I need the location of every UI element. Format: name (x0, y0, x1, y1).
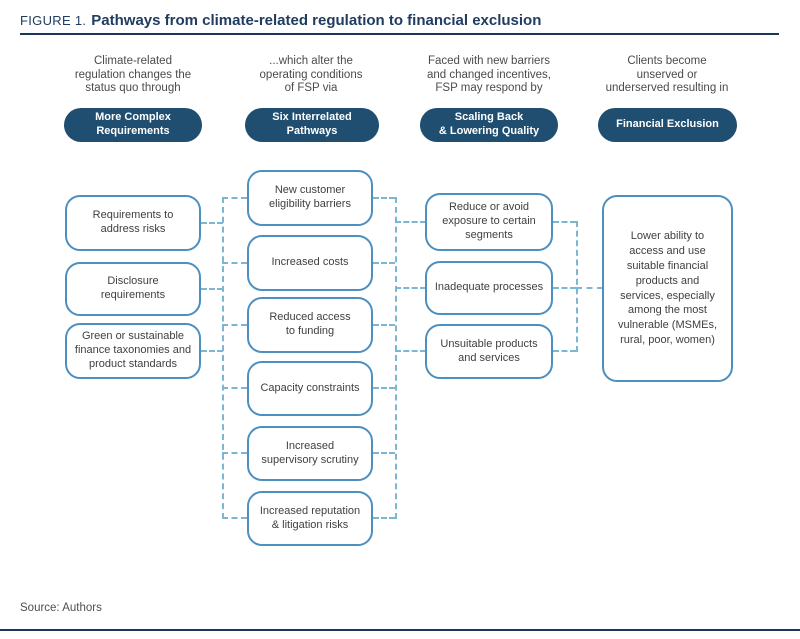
box-reduce-avoid-exposure: Reduce or avoid exposure to certain segm… (425, 193, 553, 251)
connector-stub (222, 452, 247, 454)
connector-stub (222, 197, 247, 199)
connector-vline-col3-col4 (576, 221, 578, 352)
connector-stub (373, 452, 395, 454)
connector-stub (553, 350, 576, 352)
box-increased-reputation-litigation-risks: Increased reputation & litigation risks (247, 491, 373, 546)
box-requirements-to-address-risks: Requirements to address risks (65, 195, 201, 251)
box-increased-costs: Increased costs (247, 235, 373, 291)
column1-header-text: Climate-related regulation changes the s… (74, 55, 192, 95)
connector-stub (576, 287, 603, 289)
figure-header: FIGURE 1. Pathways from climate-related … (20, 12, 541, 29)
badge-financial-exclusion: Financial Exclusion (598, 108, 737, 142)
box-capacity-constraints: Capacity constraints (247, 361, 373, 416)
figure-label: FIGURE 1. (20, 13, 87, 28)
badge-six-interrelated-pathways: Six Interrelated Pathways (245, 108, 379, 142)
connector-vline-col2-col3 (395, 197, 397, 519)
connector-stub (395, 287, 426, 289)
box-increased-supervisory-scrutiny: Increased supervisory scrutiny (247, 426, 373, 481)
box-disclosure-requirements: Disclosure requirements (65, 262, 201, 316)
connector-stub (373, 262, 395, 264)
connector-stub (201, 350, 223, 352)
connector-stub (222, 262, 247, 264)
column3-header-text: Faced with new barriers and changed ince… (426, 55, 552, 95)
connector-stub (222, 387, 247, 389)
connector-stub (201, 288, 223, 290)
connector-stub (373, 197, 395, 199)
badge-scaling-back-lowering-quality: Scaling Back & Lowering Quality (420, 108, 558, 142)
connector-stub (201, 222, 223, 224)
box-inadequate-processes: Inadequate processes (425, 261, 553, 315)
figure-source: Source: Authors (20, 602, 102, 614)
column2-header-text: ...which alter the operating conditions … (259, 55, 363, 95)
box-lower-ability-access: Lower ability to access and use suitable… (602, 195, 733, 382)
connector-stub (222, 324, 247, 326)
connector-stub (395, 221, 426, 223)
connector-stub (373, 517, 395, 519)
box-green-sustainable-taxonomies: Green or sustainable finance taxonomies … (65, 323, 201, 379)
connector-stub (553, 221, 576, 223)
connector-vline-col1-col2 (222, 197, 224, 519)
figure-title: Pathways from climate-related regulation… (91, 12, 542, 29)
bottom-rule (0, 629, 800, 631)
column4-header-text: Clients become unserved or underserved r… (605, 55, 729, 95)
box-unsuitable-products-services: Unsuitable products and services (425, 324, 553, 379)
title-rule (20, 33, 779, 35)
connector-stub (373, 324, 395, 326)
box-new-customer-eligibility-barriers: New customer eligibility barriers (247, 170, 373, 226)
box-reduced-access-to-funding: Reduced access to funding (247, 297, 373, 353)
connector-stub (553, 287, 576, 289)
badge-more-complex-requirements: More Complex Requirements (64, 108, 202, 142)
connector-stub (373, 387, 395, 389)
connector-stub (395, 350, 426, 352)
connector-stub (222, 517, 247, 519)
